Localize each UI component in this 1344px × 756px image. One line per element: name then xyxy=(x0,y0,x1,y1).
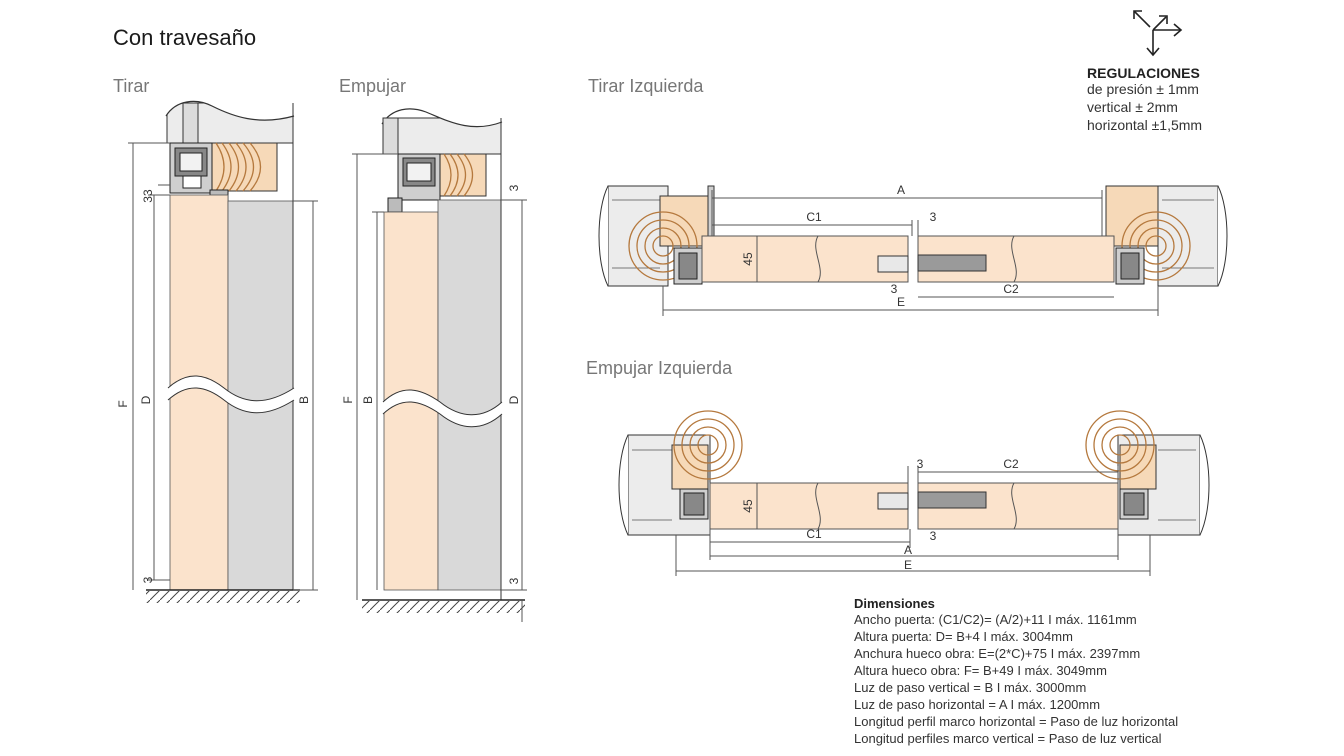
dim-label-e: E xyxy=(904,558,912,572)
regulation-horizontal: horizontal ±1,5mm xyxy=(1087,117,1203,133)
dim-label-3: 3 xyxy=(917,457,924,471)
dimension-line: Longitud perfiles marco vertical = Paso … xyxy=(854,731,1162,746)
dimension-line: Luz de paso vertical = B I máx. 3000mm xyxy=(854,680,1087,695)
dim-label-d: D xyxy=(507,395,521,404)
dimension-line: Luz de paso horizontal = A I máx. 1200mm xyxy=(854,697,1101,712)
dim-label-3: 3 xyxy=(507,184,521,191)
dim-label-d: D xyxy=(139,395,153,404)
dim-label-c1: C1 xyxy=(806,527,822,541)
dim-label-3: 3 xyxy=(141,576,155,583)
adjustment-arrows-icon xyxy=(1133,10,1183,57)
push-section xyxy=(352,108,527,622)
regulation-pressure: de presión ± 1mm xyxy=(1087,81,1199,97)
dim-label-45: 45 xyxy=(741,499,755,513)
dim-label-a: A xyxy=(897,183,905,197)
dim-label-45: 45 xyxy=(741,252,755,266)
dim-label-c1: C1 xyxy=(806,210,822,224)
dimension-line: Altura hueco obra: F= B+49 I máx. 3049mm xyxy=(854,663,1107,678)
view-title-push-left: Empujar Izquierda xyxy=(586,358,733,378)
dim-label-33: 33 xyxy=(141,189,155,203)
dim-label-b: B xyxy=(361,396,375,404)
view-title-pull-left: Tirar Izquierda xyxy=(588,76,704,96)
dim-label-a: A xyxy=(904,543,912,557)
push-left-plan xyxy=(618,410,1210,576)
pull-left-plan xyxy=(598,185,1228,316)
dim-label-c2: C2 xyxy=(1003,457,1019,471)
dimension-line: Longitud perfil marco horizontal = Paso … xyxy=(854,714,1179,729)
regulation-vertical: vertical ± 2mm xyxy=(1087,99,1178,115)
dim-label-e: E xyxy=(897,295,905,309)
regulations-title: REGULACIONES xyxy=(1087,65,1200,81)
view-title-push: Empujar xyxy=(339,76,407,96)
dim-label-3: 3 xyxy=(507,577,521,584)
pull-section xyxy=(128,100,318,603)
dim-label-c2: C2 xyxy=(1003,282,1019,296)
dimension-line: Ancho puerta: (C1/C2)= (A/2)+11 I máx. 1… xyxy=(854,612,1137,627)
dim-label-b: B xyxy=(297,396,311,404)
dim-label-3: 3 xyxy=(930,210,937,224)
dimension-line: Anchura hueco obra: E=(2*C)+75 I máx. 23… xyxy=(854,646,1141,661)
dim-label-3: 3 xyxy=(930,529,937,543)
view-title-pull: Tirar xyxy=(113,76,150,96)
page-title: Con travesaño xyxy=(113,25,257,50)
dimensions-title: Dimensiones xyxy=(854,596,935,611)
dim-label-f: F xyxy=(116,400,130,407)
dim-label-3: 3 xyxy=(891,282,898,296)
dimension-line: Altura puerta: D= B+4 I máx. 3004mm xyxy=(854,629,1073,644)
dim-label-f: F xyxy=(341,396,355,403)
